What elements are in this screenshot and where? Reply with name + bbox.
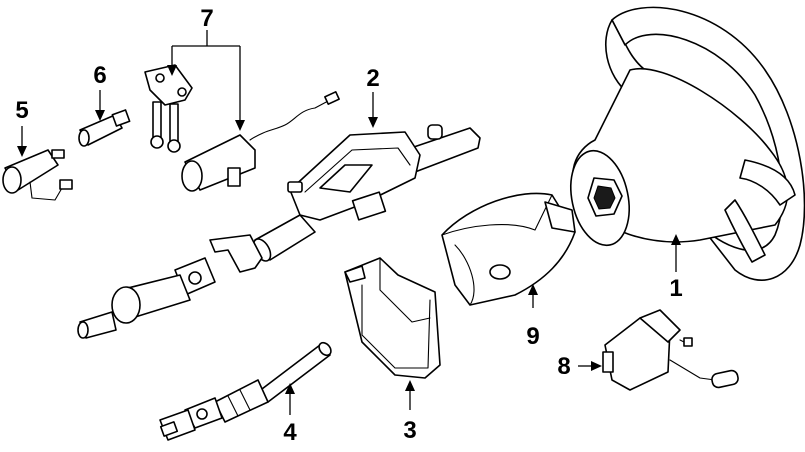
- connector-pin: [78, 109, 131, 147]
- intermediate-steering-shaft: [159, 341, 332, 441]
- leader-arrow-2: [368, 117, 378, 128]
- callout-9: 9: [526, 323, 539, 350]
- combination-switch: [602, 309, 739, 391]
- callout-4: 4: [283, 419, 297, 446]
- leader-arrow-6: [95, 110, 105, 121]
- leader-arrow-4: [285, 383, 295, 394]
- callout-3: 3: [403, 417, 416, 444]
- leader-arrow-7a: [167, 65, 177, 76]
- switch-assembly: [144, 64, 340, 192]
- callout-2: 2: [366, 65, 379, 92]
- column-cover: [441, 192, 576, 306]
- callout-8: 8: [557, 353, 570, 380]
- callout-6: 6: [93, 62, 106, 89]
- leader-arrow-5: [17, 146, 27, 157]
- steering-wheel: [570, 6, 805, 281]
- callout-1: 1: [669, 275, 682, 302]
- leader-arrow-3: [405, 380, 415, 391]
- leader-arrow-9: [528, 284, 538, 295]
- callout-7: 7: [200, 5, 213, 32]
- leader-arrow-8: [591, 361, 602, 371]
- column-shroud-bracket: [344, 257, 441, 379]
- leader-arrow-1: [671, 234, 681, 245]
- callout-5: 5: [15, 97, 28, 124]
- sensor-with-connector: [2, 149, 73, 201]
- steering-column: [77, 124, 481, 339]
- leader-arrow-7b: [235, 120, 245, 131]
